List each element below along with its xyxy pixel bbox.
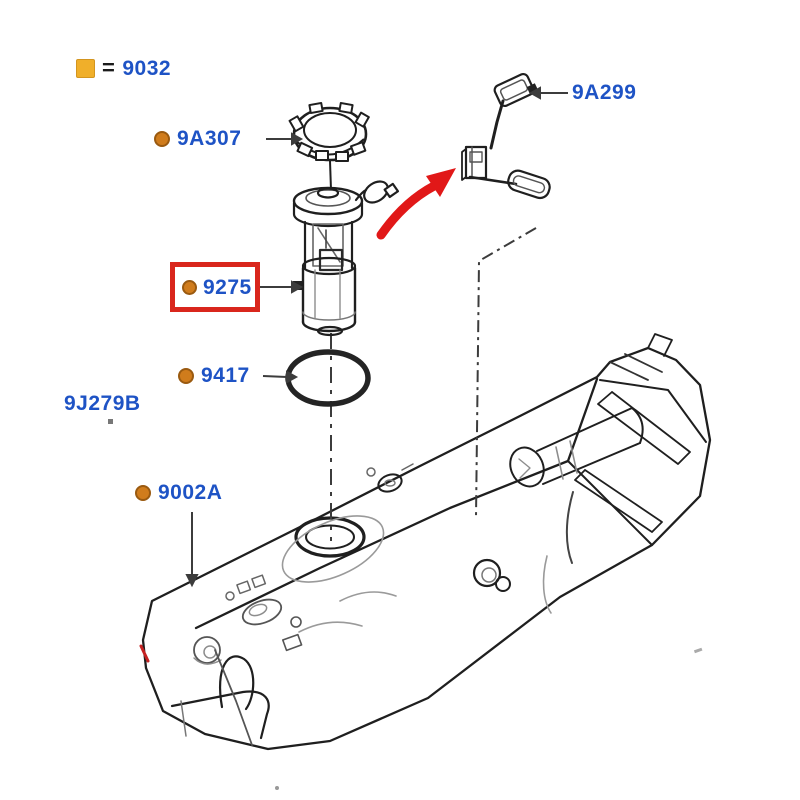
legend-part-code: 9032 [122,56,172,80]
legend-9032[interactable]: = 9032 [76,57,171,79]
part-marker-dot [182,279,197,295]
fuel-tank-drawing [108,333,712,790]
fuel-sender-drawing [461,72,551,200]
legend-yellow-swatch [76,58,95,78]
part-marker-dot [135,484,151,501]
part-label-9417[interactable]: 9417 [178,365,250,386]
leader-lines [185,86,568,588]
fuel-pump-module-drawing [292,180,400,337]
part-code: 9A307 [177,127,242,150]
assembly-axis-dashed-line [330,227,537,541]
part-label-9j279b[interactable]: 9J279B [64,393,141,414]
part-code: 9275 [203,275,252,299]
rotation-arrow [376,168,456,240]
part-code: 9002A [158,481,223,504]
part-label-9002a[interactable]: 9002A [135,482,222,503]
part-label-9a299[interactable]: 9A299 [572,82,636,103]
part-marker-dot [154,130,170,147]
part-code: 9417 [201,364,250,387]
part-code: 9J279B [64,392,141,415]
locking-ring-drawing [288,102,370,191]
part-label-9275-highlighted[interactable]: 9275 [170,262,260,312]
part-label-9a307[interactable]: 9A307 [154,128,241,149]
o-ring-drawing [285,349,371,407]
legend-equals-sign: = [102,55,116,80]
part-marker-dot [178,367,194,384]
part-code: 9A299 [572,81,637,104]
